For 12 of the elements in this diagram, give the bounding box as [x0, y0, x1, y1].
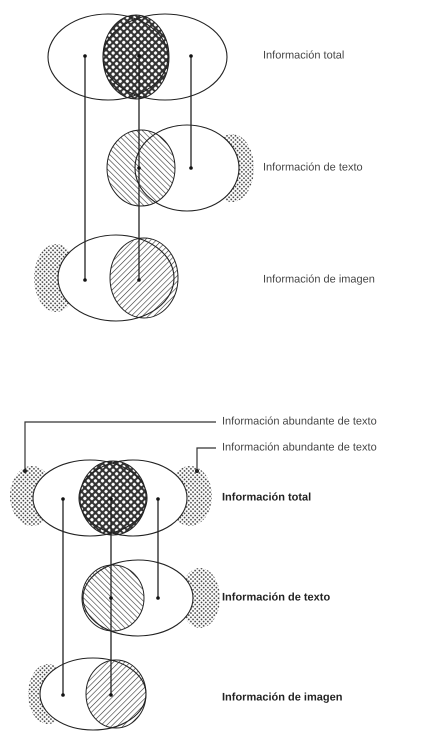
layer-label: Información de imagen — [222, 692, 342, 704]
leader-label: Información abundante de texto — [222, 442, 377, 454]
leader-line — [23, 421, 216, 474]
layer-label: Información de texto — [263, 162, 363, 174]
leader-label: Información abundante de texto — [222, 416, 377, 428]
leader-line — [195, 447, 216, 474]
dotted-crescent — [175, 466, 212, 526]
layer-label: Información total — [222, 492, 312, 504]
layer-label: Información de texto — [222, 592, 330, 604]
layer-label: Información total — [263, 50, 344, 62]
layer-label: Información de imagen — [263, 274, 375, 286]
dotted-crescent — [10, 466, 46, 526]
